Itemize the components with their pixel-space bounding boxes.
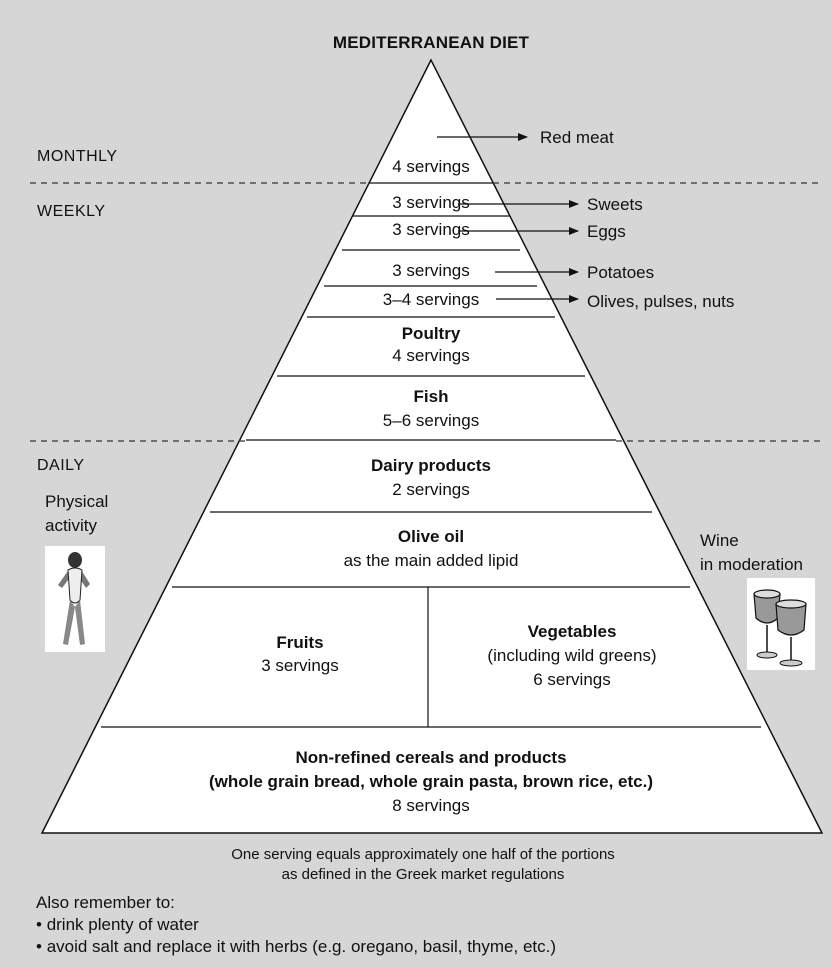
physical-activity-label-line1: Physical [45, 492, 109, 511]
dairy-name: Dairy products [371, 456, 491, 475]
vegetables-name: Vegetables [527, 622, 617, 641]
pyramid-body [40, 58, 824, 834]
fruits-name: Fruits [276, 633, 324, 652]
red-meat-servings: 4 servings [392, 157, 470, 176]
sweets-label: Sweets [587, 195, 643, 214]
vegetables-note: (including wild greens) [487, 646, 657, 665]
olives-servings: 3–4 servings [382, 290, 480, 309]
food-arrows [437, 133, 579, 303]
potatoes-label: Potatoes [587, 263, 655, 282]
bullet-icon: • [36, 937, 42, 956]
cereals-servings: 8 servings [392, 796, 470, 815]
vegetables-servings: 6 servings [533, 670, 611, 689]
wine-glasses-icon [747, 578, 815, 670]
olive-oil-note: as the main added lipid [343, 551, 519, 570]
cereals-name: Non-refined cereals and products [295, 748, 567, 767]
wine-label-line1: Wine [700, 531, 739, 550]
cereals-note: (whole grain bread, whole grain pasta, b… [209, 772, 653, 791]
olive-oil-name: Olive oil [397, 527, 465, 546]
wine-label-line2: in moderation [700, 555, 804, 574]
frequency-separators [30, 182, 822, 442]
weekly-label: WEEKLY [37, 203, 106, 220]
page-title: MEDITERRANEAN DIET [332, 33, 530, 52]
olives-label: Olives, pulses, nuts [587, 292, 735, 311]
daily-label: DAILY [37, 457, 85, 474]
physical-activity-label-line2: activity [45, 516, 97, 535]
poultry-servings: 4 servings [392, 346, 470, 365]
remember-heading: Also remember to: [36, 893, 175, 912]
eggs-servings: 3 servings [392, 220, 470, 239]
poultry-name: Poultry [401, 324, 461, 343]
remember-item: • avoid salt and replace it with herbs (… [36, 937, 556, 957]
tier-dividers [101, 182, 761, 728]
bullet-icon: • [36, 915, 42, 934]
fruits-servings: 3 servings [261, 656, 339, 675]
remember-item: • drink plenty of water [36, 915, 199, 935]
footnote-line2: as defined in the Greek market regulatio… [281, 866, 565, 883]
physical-activity-icon [45, 546, 105, 652]
footnote-line1: One serving equals approximately one hal… [231, 846, 615, 863]
dairy-servings: 2 servings [392, 480, 470, 499]
red-meat-label: Red meat [540, 128, 614, 147]
remember-item-text: drink plenty of water [46, 915, 199, 934]
sweets-servings: 3 servings [392, 193, 470, 212]
monthly-label: MONTHLY [37, 148, 118, 165]
fish-name: Fish [413, 387, 449, 406]
remember-item-text: avoid salt and replace it with herbs (e.… [46, 937, 557, 956]
eggs-label: Eggs [587, 222, 626, 241]
fish-servings: 5–6 servings [382, 411, 480, 430]
potatoes-servings: 3 servings [392, 261, 470, 280]
